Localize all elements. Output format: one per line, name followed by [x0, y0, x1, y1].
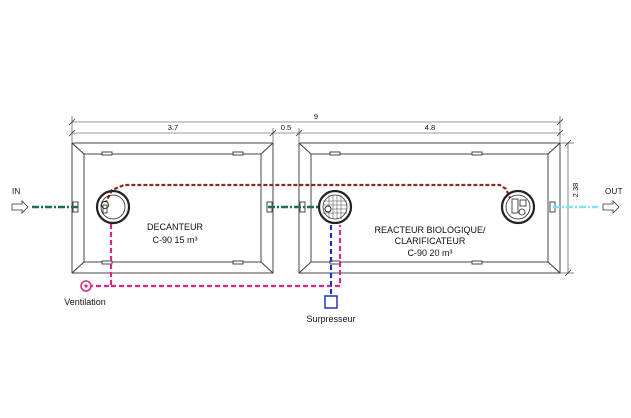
dimension-lines [71, 116, 574, 274]
surpresseur-label: Surpresseur [306, 314, 355, 324]
decanteur-manhole-icon [95, 189, 131, 225]
reacteur-diffuser-icon [317, 189, 353, 225]
decanteur-spec: C-90 15 m³ [152, 235, 197, 245]
ventilation-pipe [91, 224, 113, 288]
ventilation-label: Ventilation [64, 297, 106, 307]
clarificateur-manhole-icon [500, 189, 536, 225]
dim-height-label: 2.38 [571, 183, 580, 198]
reacteur-spec: C-90 20 m³ [407, 248, 452, 258]
recirculation-pipe [104, 183, 512, 205]
inlet-label: IN [12, 187, 21, 196]
dim-total-label: 9 [314, 112, 318, 121]
reacteur-name-line2: CLARIFICATEUR [395, 236, 466, 246]
dim-left-label: 3.7 [168, 123, 178, 132]
dim-gap-label: 0.5 [281, 123, 291, 132]
dimension-ticks [68, 118, 572, 277]
outlet-label: OUT [605, 187, 623, 196]
inlet-arrow-icon [11, 200, 29, 214]
decanteur-name: DECANTEUR [147, 222, 204, 232]
ventilation-icon [80, 280, 92, 292]
dim-right-label: 4.8 [425, 123, 435, 132]
surpresseur-icon [324, 295, 338, 309]
reacteur-name-line1: REACTEUR BIOLOGIQUE/ [374, 225, 486, 235]
ventilation-pipe-branch [111, 225, 342, 288]
tank-decanteur [71, 142, 274, 274]
outlet-arrow-icon [602, 200, 620, 214]
